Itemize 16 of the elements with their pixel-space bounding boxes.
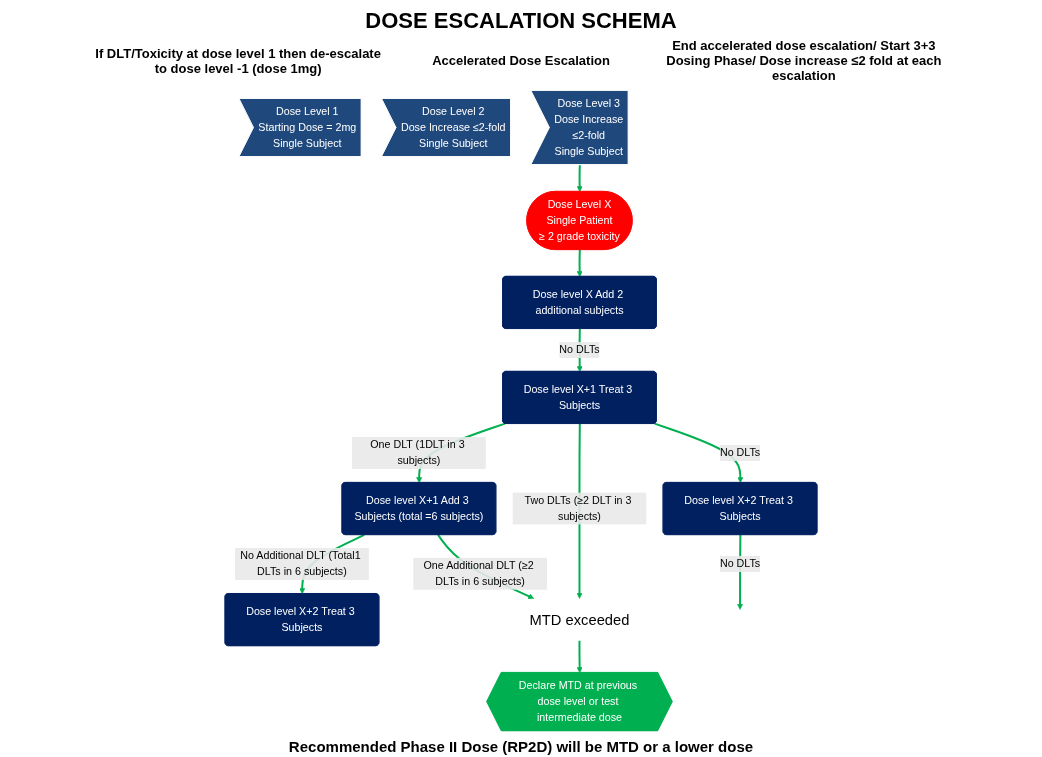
diagram-title: DOSE ESCALATION SCHEMA — [365, 8, 677, 34]
arrow — [576, 640, 583, 674]
edge-label: No DLTs — [719, 446, 761, 459]
note-text: Recommended Phase II Dose (RP2D) will be MTD or a lower dose — [288, 738, 754, 755]
note-text: End accelerated dose escalation/ Start 3+3 Dosing Phase/ Dose increase ≤2 fold at each escalation — [665, 38, 943, 83]
edge-label: No Additional DLT (Total1 DLTs in 6 subjects) — [240, 550, 361, 578]
edge-label: One DLT (1DLT in 3 subjects) — [370, 438, 465, 467]
edge-label: No DLTs — [559, 343, 600, 356]
node-text: MTD exceeded — [529, 611, 630, 628]
edge-label: Two DLTs (≥2 DLT in 3 subjects) — [524, 494, 632, 522]
note-text: Accelerated Dose Escalation — [432, 53, 610, 68]
arrow — [576, 164, 583, 192]
edge-label: One Additional DLT (≥2 DLTs in 6 subjects) — [423, 559, 534, 588]
note-text: If DLT/Toxicity at dose level 1 then de-escalate to dose level -1 (dose 1mg) — [94, 45, 382, 76]
edge-label: No DLTs — [719, 558, 761, 570]
arrow — [576, 249, 583, 277]
